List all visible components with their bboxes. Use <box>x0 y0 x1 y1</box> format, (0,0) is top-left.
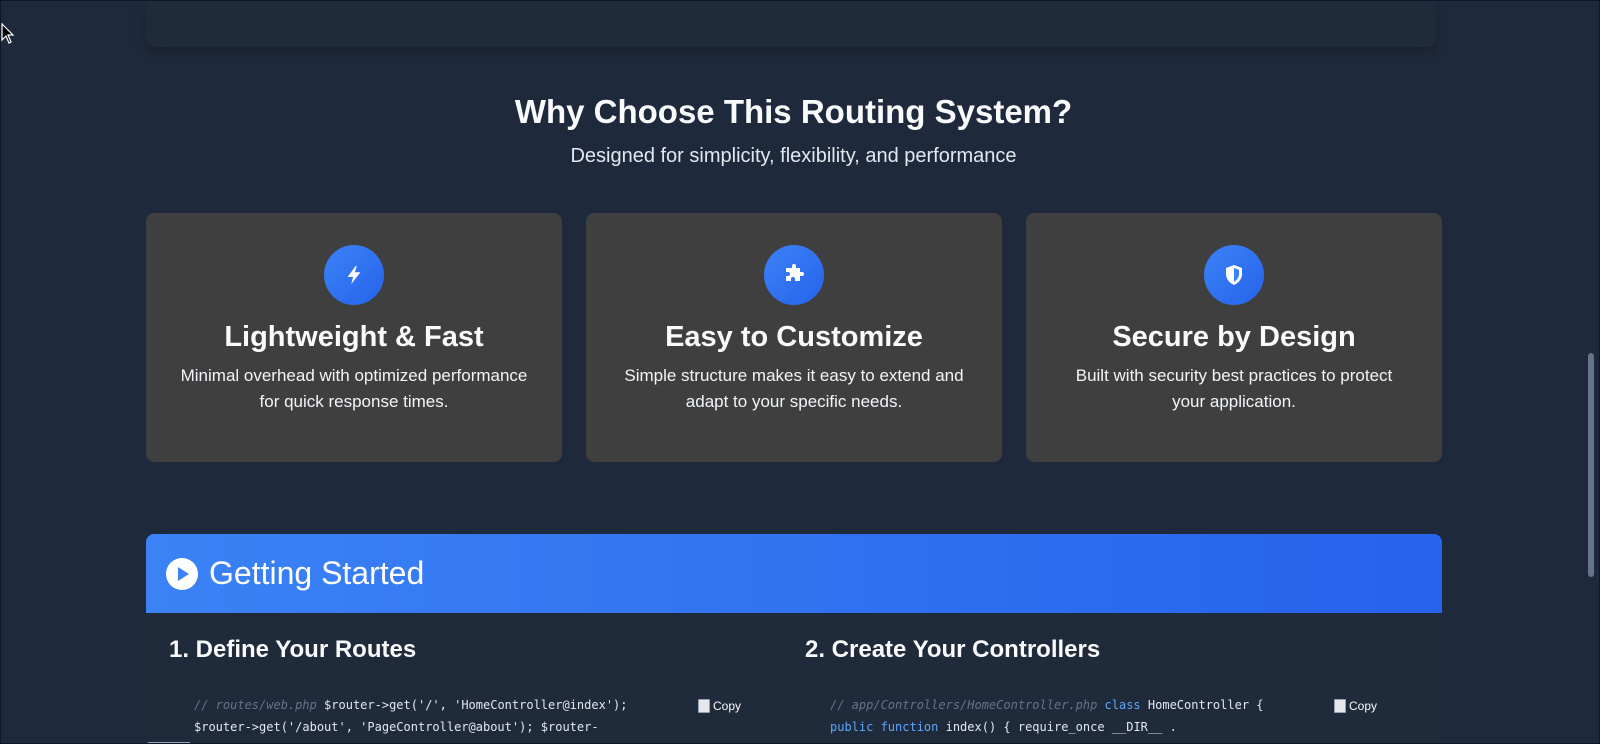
scrollbar-track[interactable] <box>1585 1 1599 743</box>
copy-button-label: Copy <box>1349 699 1378 713</box>
getting-started-section: Getting Started 1. Define Your Routes //… <box>146 534 1442 743</box>
code-line: index() { require_once __DIR__ . <box>938 720 1177 734</box>
code-line: $router->get('/about', 'PageController@a… <box>194 720 599 734</box>
feature-card-title: Secure by Design <box>1112 321 1356 353</box>
feature-card-desc-line: your application. <box>1172 392 1296 411</box>
clipboard-icon <box>698 699 710 713</box>
code-block-routes: // routes/web.php $router->get('/', 'Hom… <box>194 694 774 738</box>
bottom-edge-strip <box>148 742 190 743</box>
code-line: $router->get('/', 'HomeController@index'… <box>316 698 635 712</box>
feature-card-desc-line: Minimal overhead with optimized performa… <box>180 366 528 385</box>
feature-card-desc-line: adapt to your specific needs. <box>685 392 903 411</box>
code-block-controllers: // app/Controllers/HomeController.php cl… <box>830 694 1410 738</box>
mouse-cursor-icon <box>1 23 15 44</box>
copy-routes-button[interactable]: Copy <box>698 699 741 713</box>
feature-card-desc-line: for quick response times. <box>259 392 449 411</box>
code-line: HomeController { <box>1140 698 1271 712</box>
feature-card-desc-line: Simple structure makes it easy to extend… <box>624 366 964 385</box>
code-comment: // app/Controllers/HomeController.php <box>830 698 1098 712</box>
copy-button-label: Copy <box>713 699 742 713</box>
code-comment: // routes/web.php <box>194 698 317 712</box>
feature-card-customize: Easy to Customize Simple structure makes… <box>586 213 1002 462</box>
getting-started-title: Getting Started <box>209 555 425 591</box>
feature-card-secure: Secure by Design Built with security bes… <box>1026 213 1442 462</box>
feature-card-lightweight: Lightweight & Fast Minimal overhead with… <box>146 213 562 462</box>
features-subtitle: Designed for simplicity, flexibility, an… <box>570 145 1017 167</box>
lightning-bolt-icon <box>324 245 384 305</box>
code-keyword: public function <box>830 720 939 734</box>
feature-card-description: Minimal overhead with optimized performa… <box>174 363 534 415</box>
code-keyword: class <box>1097 698 1141 712</box>
copy-controllers-button[interactable]: Copy <box>1334 699 1377 713</box>
play-circle-icon <box>166 557 198 590</box>
clipboard-icon <box>1334 699 1346 713</box>
step-title-create-controllers: 2. Create Your Controllers <box>805 636 1101 663</box>
getting-started-header: Getting Started <box>146 534 1442 613</box>
feature-card-description: Built with security best practices to pr… <box>1054 363 1414 415</box>
feature-card-title: Lightweight & Fast <box>224 321 484 353</box>
step-title-define-routes: 1. Define Your Routes <box>169 636 417 663</box>
feature-card-desc-line: Built with security best practices to pr… <box>1075 366 1393 385</box>
previous-section-panel <box>146 1 1436 47</box>
feature-card-title: Easy to Customize <box>665 321 923 353</box>
features-title: Why Choose This Routing System? <box>514 93 1073 130</box>
shield-icon <box>1204 245 1264 305</box>
puzzle-piece-icon <box>764 245 824 305</box>
feature-card-description: Simple structure makes it easy to extend… <box>614 363 974 415</box>
scrollbar-thumb[interactable] <box>1588 353 1594 577</box>
